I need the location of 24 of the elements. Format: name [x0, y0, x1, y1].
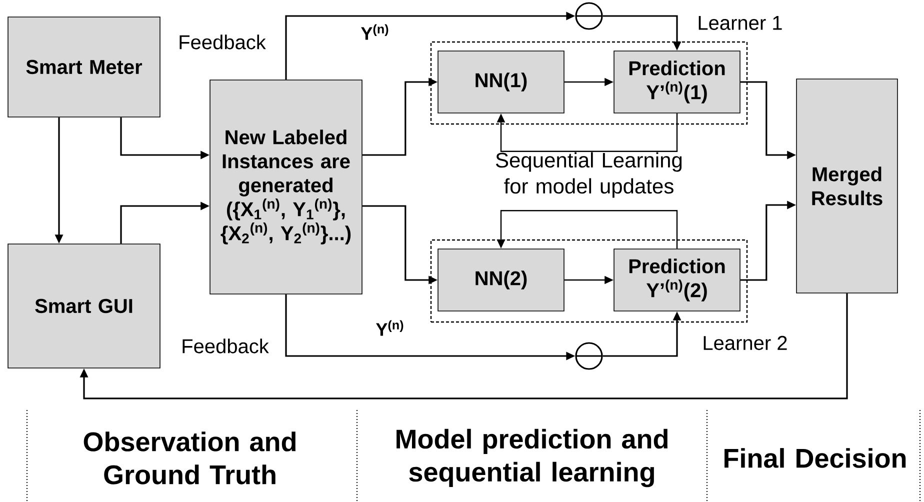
- edge-label: Y$^{(n)}$: [374, 319, 406, 337]
- learner-label: Learner 1: [698, 16, 782, 30]
- learner-group-box: [430, 239, 748, 323]
- process-box: Prediction Y’$^{(n)}$(1): [614, 50, 740, 114]
- process-box: Smart Meter: [8, 16, 160, 118]
- section-heading: Observation and Ground Truth: [84, 432, 296, 484]
- feedback-label: Feedback: [182, 338, 269, 354]
- edge-label: Y$^{(n)}$: [360, 23, 390, 41]
- arrow: [80, 293, 848, 400]
- process-box: NN(1): [438, 50, 564, 114]
- arrow: [496, 113, 678, 152]
- process-box: Merged Results: [796, 78, 898, 294]
- feedback-label: Feedback: [180, 34, 266, 50]
- process-box: Prediction Y’$^{(n)}$(2): [614, 248, 740, 312]
- summing-circle: [575, 2, 603, 30]
- process-box: NN(2): [438, 248, 564, 312]
- learner-label: Learner 2: [704, 336, 787, 350]
- process-box: New Labeled Instances are generated ({X$_{1}$$^{(n)}$, Y$_{1}$$^{(n)}$}, {X$_{2}$$^{(n)}$, Y$_{2}$$^{(n)}$}...): [210, 80, 362, 294]
- learner-group-box: [430, 41, 748, 125]
- process-box: Smart GUI: [8, 244, 160, 368]
- summing-circle: [575, 342, 603, 370]
- section-heading: Final Decision: [724, 448, 906, 468]
- sequential-learning-label: Sequential Learning for model updates: [496, 152, 682, 198]
- section-heading: Model prediction and sequential learning: [396, 428, 668, 488]
